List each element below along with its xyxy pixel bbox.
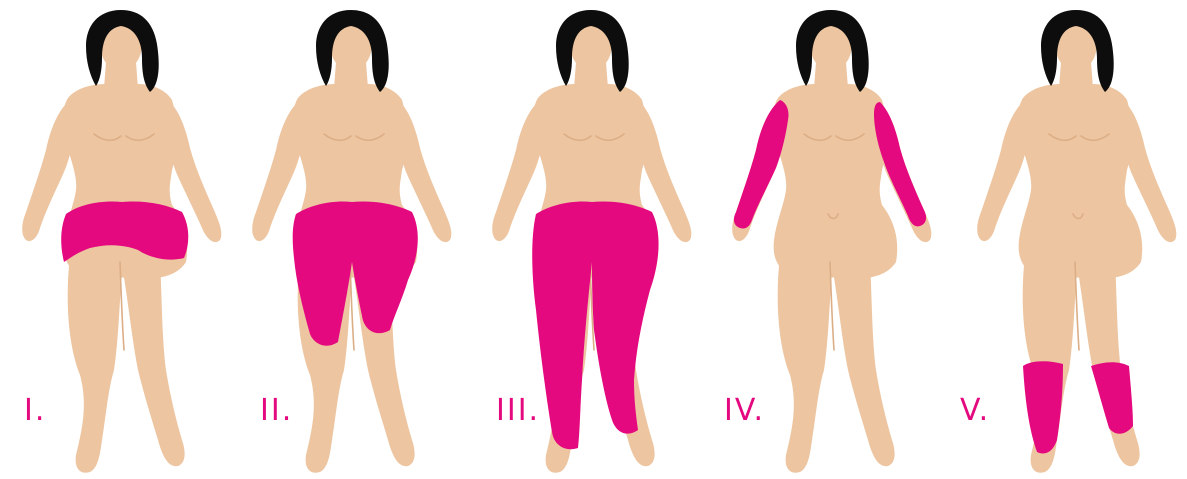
figure-5 — [977, 10, 1176, 473]
figure-1 — [22, 10, 221, 473]
affected-area-lower-legs-calves-2 — [1091, 362, 1133, 434]
affected-area-hips-thighs-to-knee-1 — [293, 201, 418, 345]
stage-label-2: II. — [260, 393, 293, 428]
affected-area-arms-full-length-1 — [734, 100, 789, 229]
stage-label-1: I. — [24, 393, 46, 428]
stage-label-5: V. — [960, 393, 990, 428]
affected-area-lower-legs-calves-1 — [1023, 361, 1063, 453]
figure-body — [977, 17, 1176, 473]
stage-label-4: IV. — [724, 393, 765, 428]
stage-label-3: III. — [496, 393, 540, 428]
